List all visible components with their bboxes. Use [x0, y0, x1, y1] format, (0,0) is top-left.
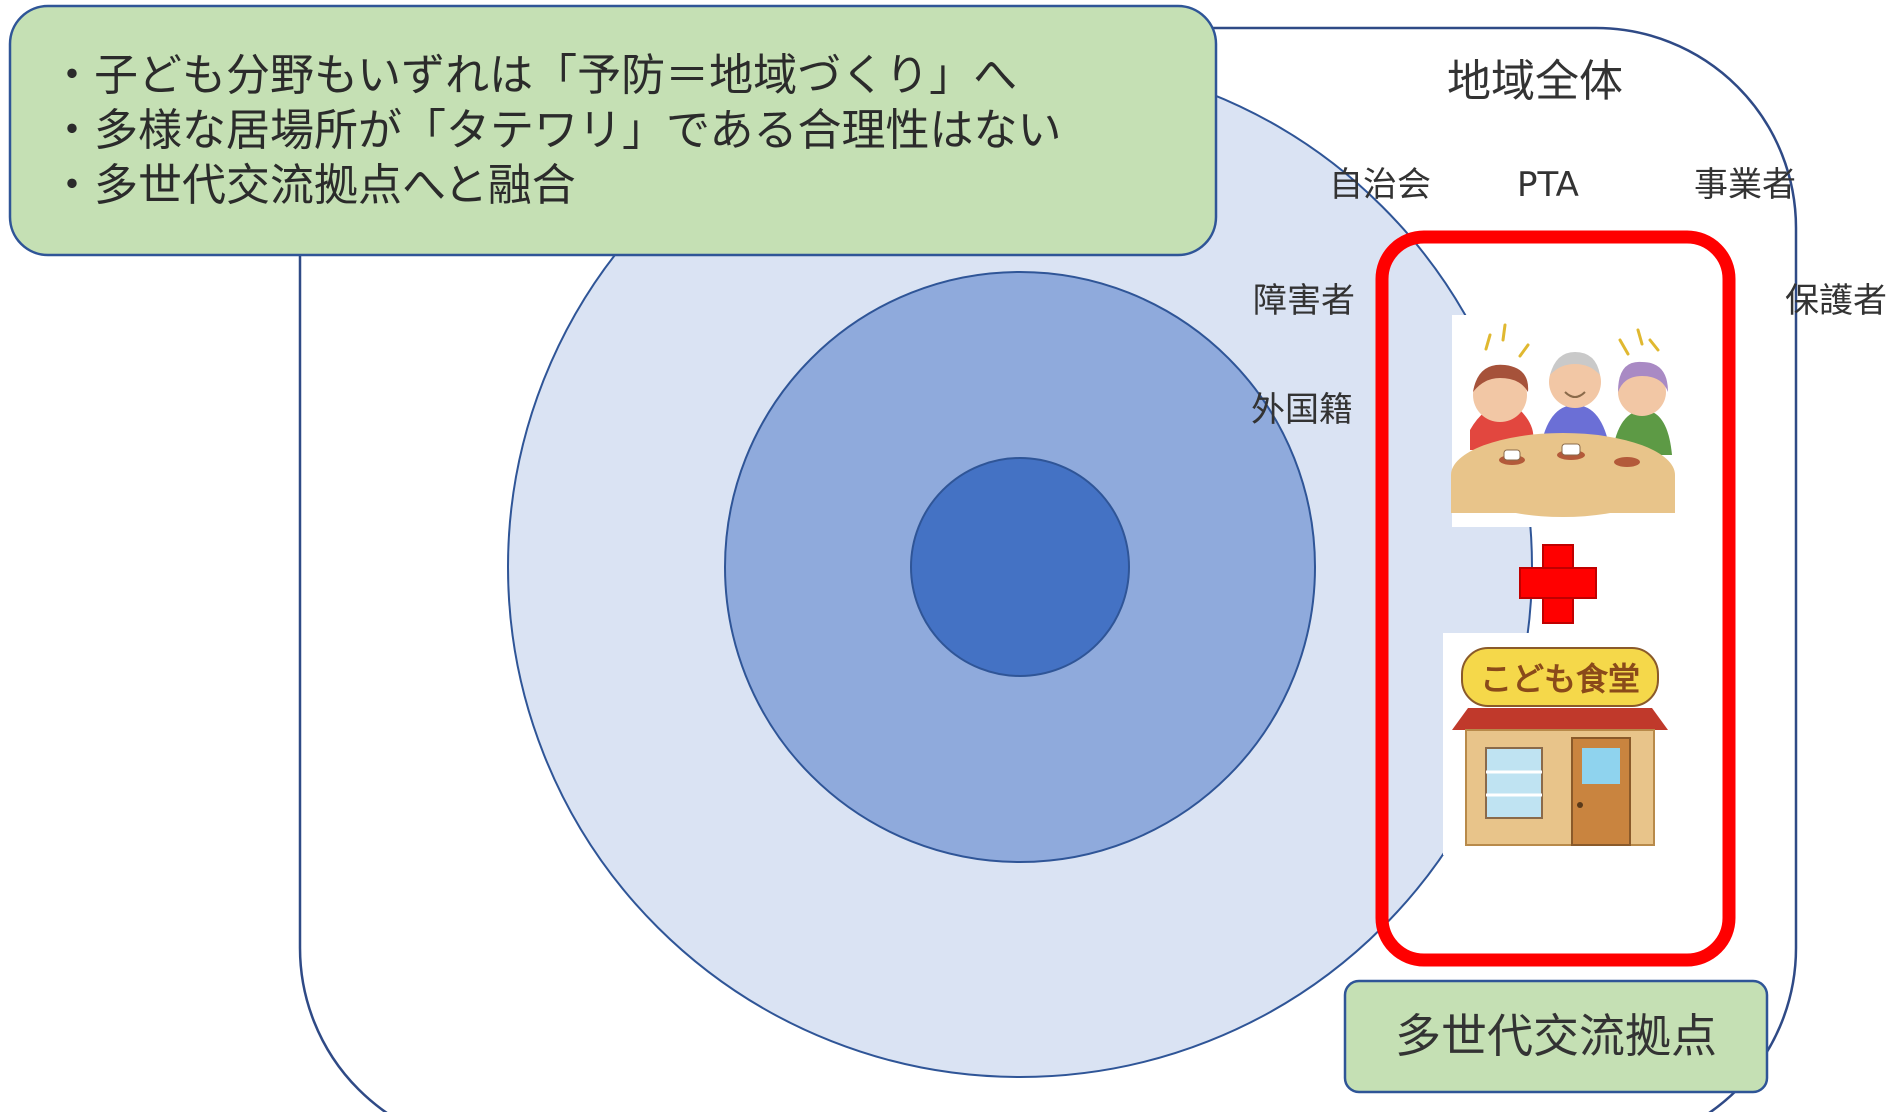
stakeholder-pta: PTA [1517, 165, 1579, 205]
hub-label-box [1343, 979, 1769, 1094]
hub-label: 多世代交流拠点 [1395, 1009, 1717, 1063]
shop-sign-text: こども食堂 [1480, 660, 1640, 698]
region-label: 地域全体 [1447, 56, 1623, 107]
stakeholder-hogosha: 保護者 [1785, 281, 1887, 321]
plus-icon [1519, 544, 1597, 624]
stakeholder-jigyosha: 事業者 [1694, 165, 1796, 205]
inner-circle [910, 457, 1130, 677]
stakeholder-gaikokuseki: 外国籍 [1251, 390, 1353, 430]
callout-line-1: ・子ども分野もいずれは「予防＝地域づくり」へ [50, 50, 1017, 101]
kodomo-shokudo-shop-illustration: こども食堂 [1443, 633, 1676, 855]
callout-line-3: ・多世代交流拠点へと融合 [50, 160, 576, 211]
elderly-people-tea-illustration [1451, 315, 1675, 527]
stakeholder-shogaisha: 障害者 [1253, 281, 1355, 321]
hub-highlight-frame [1375, 230, 1736, 967]
callout-line-2: ・多様な居場所が「タテワリ」である合理性はない [50, 105, 1062, 156]
callout-box [8, 4, 1218, 257]
stakeholder-jichikai: 自治会 [1329, 165, 1431, 205]
